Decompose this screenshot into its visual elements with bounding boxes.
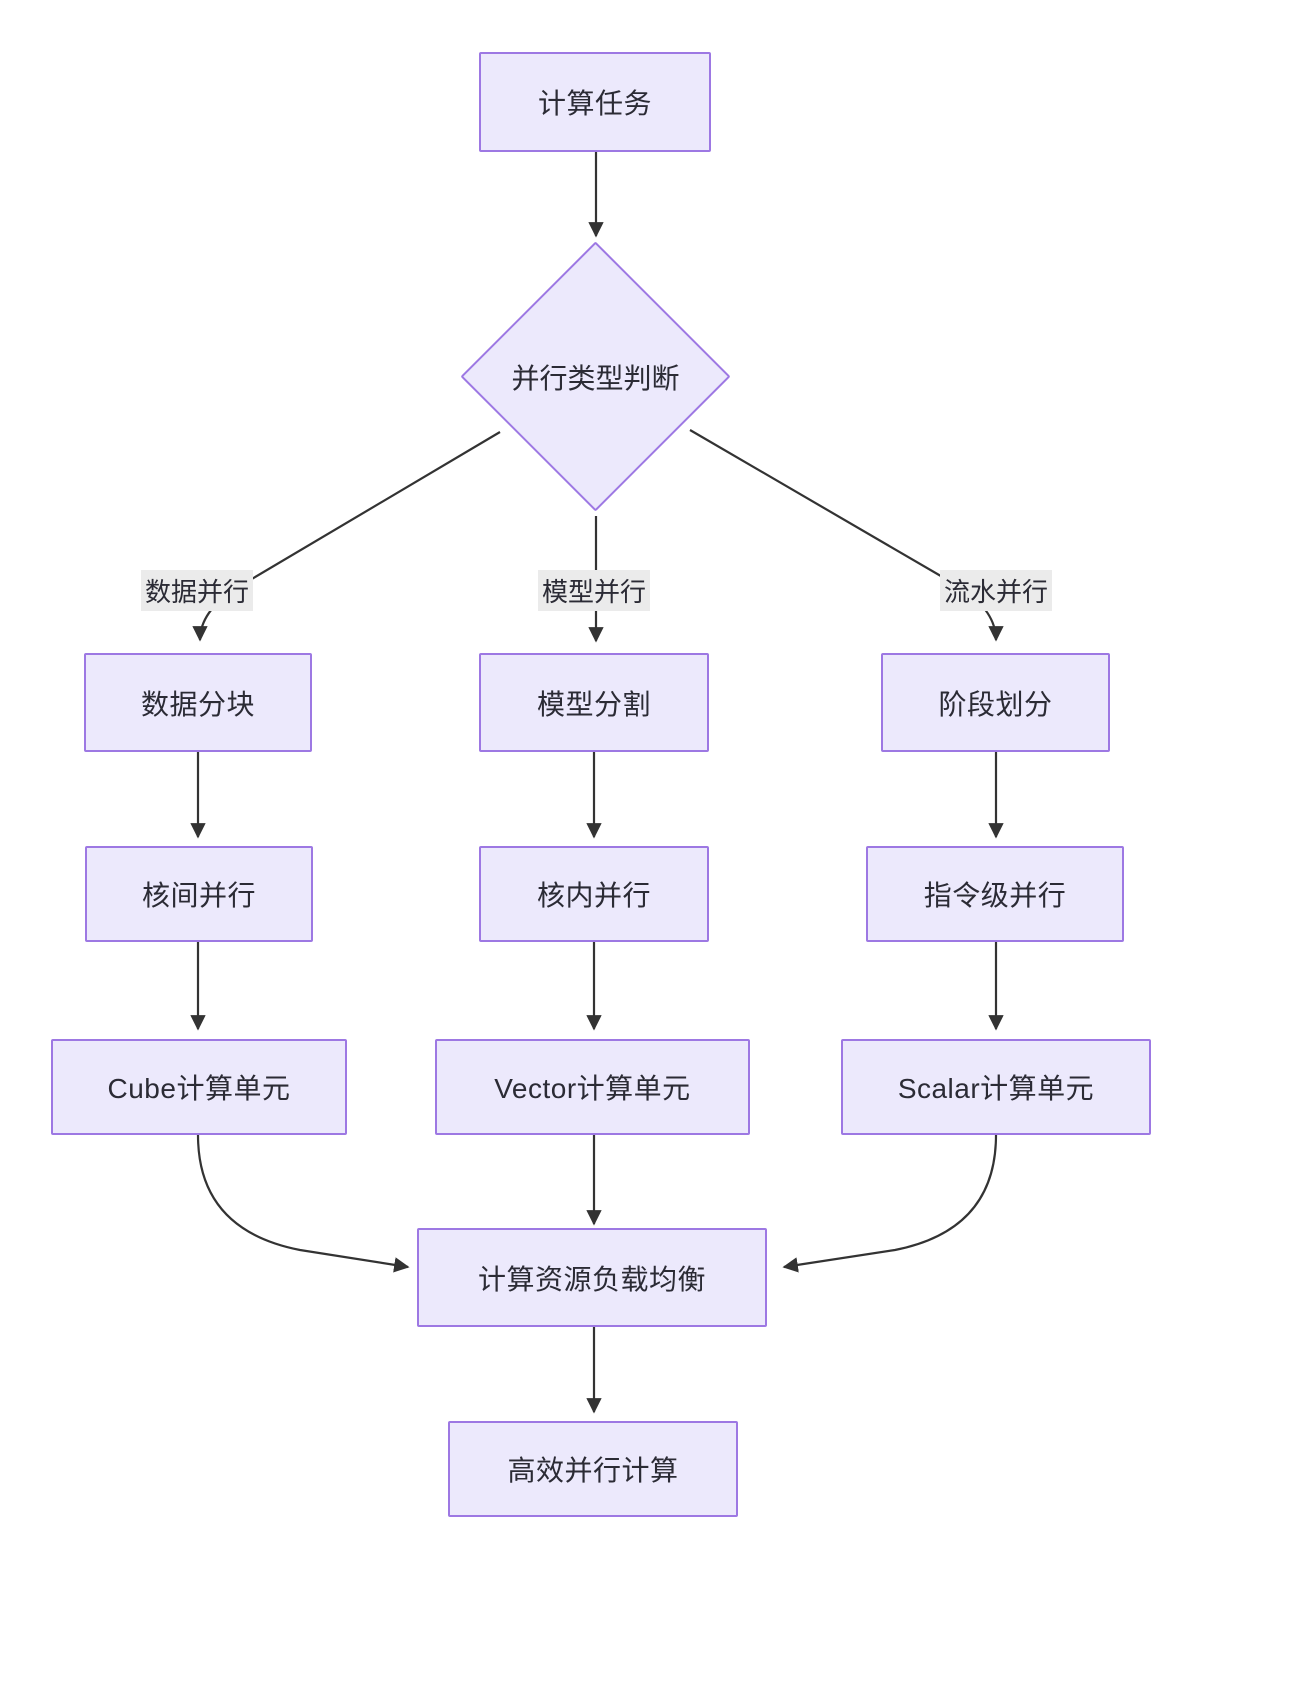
node-label: 数据分块 — [140, 688, 255, 720]
node-label: 核间并行 — [141, 880, 256, 911]
edge-label-data-parallel: 数据并行 — [140, 570, 254, 611]
node-inter-core-parallel[interactable]: 核间并行 — [85, 846, 313, 942]
node-vector-compute-unit[interactable]: Vector计算单元 — [435, 1039, 750, 1135]
edge-cube-to-balance — [196, 1134, 410, 1273]
node-cube-compute-unit[interactable]: Cube计算单元 — [51, 1039, 347, 1135]
node-label: 计算任务 — [537, 88, 652, 119]
node-start-task[interactable]: 计算任务 — [479, 52, 711, 152]
node-label: 计算资源负载均衡 — [477, 1263, 706, 1295]
node-efficient-parallel-compute[interactable]: 高效并行计算 — [448, 1421, 738, 1517]
node-label: Cube计算单元 — [107, 1073, 291, 1104]
node-intra-core-parallel[interactable]: 核内并行 — [479, 846, 709, 942]
node-label: 阶段划分 — [938, 688, 1053, 720]
edge-scalar-to-balance — [782, 1134, 998, 1273]
node-label: Scalar计算单元 — [897, 1073, 1095, 1104]
node-label: 并行类型判断 — [511, 362, 680, 394]
node-label: 指令级并行 — [923, 880, 1067, 911]
edge-label-pipeline-parallel: 流水并行 — [939, 570, 1053, 611]
node-label: 核内并行 — [536, 880, 651, 911]
node-instruction-level-parallel[interactable]: 指令级并行 — [866, 846, 1124, 942]
node-label: Vector计算单元 — [494, 1073, 691, 1104]
node-parallel-type-decision[interactable]: 并行类型判断 — [460, 241, 731, 512]
node-stage-partition[interactable]: 阶段划分 — [881, 653, 1110, 752]
node-label: 模型分割 — [536, 688, 651, 720]
node-data-chunk[interactable]: 数据分块 — [84, 653, 312, 752]
edge-label-model-parallel: 模型并行 — [537, 570, 651, 611]
node-scalar-compute-unit[interactable]: Scalar计算单元 — [841, 1039, 1151, 1135]
node-resource-load-balance[interactable]: 计算资源负载均衡 — [417, 1228, 767, 1327]
node-model-split[interactable]: 模型分割 — [479, 653, 709, 752]
node-label: 高效并行计算 — [507, 1455, 679, 1486]
